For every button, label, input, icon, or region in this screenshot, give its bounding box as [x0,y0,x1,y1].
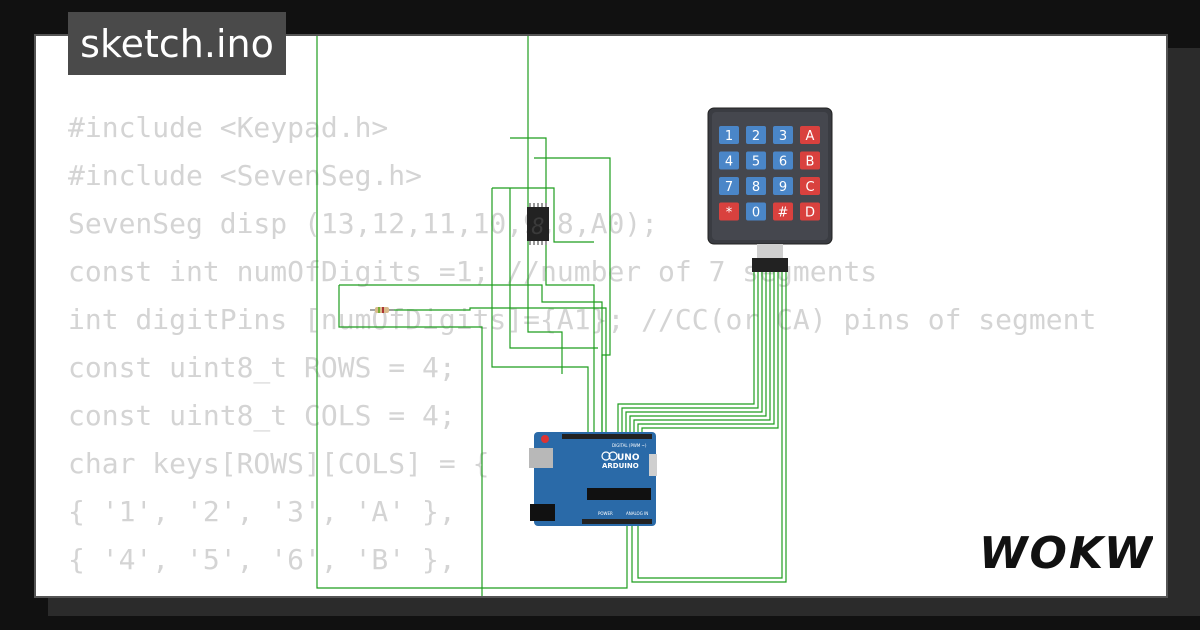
keypad-key[interactable] [773,202,793,221]
keypad-key[interactable] [746,177,766,195]
keypad-key[interactable] [773,177,793,195]
keypad-key-label: D [805,206,815,221]
keypad-key-label: 8 [752,180,760,195]
keypad-keys: 1 2 3 A 4 5 6 B 7 8 9 C * 0 # D [719,126,820,221]
keypad-key-label: 6 [779,155,787,170]
code-background: #include <Keypad.h> #include <SevenSeg.h>… [68,104,1097,596]
reset-button[interactable] [541,435,549,443]
wokwi-logo-text: WOKWi [979,528,1153,579]
keypad-key-label: B [806,155,815,170]
wokwi-logo: WOKWi [979,528,1153,579]
circuit-diagram: 8 1 2 3 A 4 5 6 B 7 8 9 C * 0 # D ARDUINO UNO DIGITAL (… [316,36,833,596]
keypad-key[interactable] [800,151,820,170]
code-line: { '1', '2', '3', 'A' }, [68,495,456,528]
keypad-key-label: C [805,180,814,195]
keypad-key-label: 3 [779,129,787,144]
keypad-key[interactable] [719,126,739,144]
keypad-key-label: 0 [752,206,760,221]
keypad-key[interactable] [746,202,766,221]
power-jack [530,504,555,521]
resistor[interactable] [370,307,394,313]
code-line: char keys[ROWS][COLS] = { [68,447,490,480]
arduino-brand: ARDUINO [602,462,639,470]
code-line: { '4', '5', '6', 'B' }, [68,543,456,576]
code-line: SevenSeg disp (13,12,11,10,9,8,A0); [68,207,659,240]
keypad-key-label: 2 [752,129,760,144]
code-line: const uint8_t ROWS = 4; [68,351,456,384]
digital-header [562,434,652,439]
keypad-key-label: 5 [752,155,760,170]
keypad-key-label: 1 [725,129,733,144]
keypad-key-label: A [806,129,815,144]
keypad-key[interactable] [773,126,793,144]
arduino-uno-board[interactable]: ARDUINO UNO DIGITAL (PWM ~) POWER ANALOG… [529,432,657,526]
keypad-key-label: 9 [779,180,787,195]
keypad-key-label: 7 [725,180,733,195]
power-label: POWER [598,511,613,516]
keypad-key-label: * [726,206,733,221]
code-line: const int numOfDigits =1; //number of 7 … [68,255,878,288]
seven-segment-display[interactable]: 8 [527,203,549,245]
keypad-key[interactable] [719,177,739,195]
code-line: #include <Keypad.h> [68,111,389,144]
arduino-model: UNO [617,453,640,463]
keypad-key[interactable] [773,151,793,170]
analog-label: ANALOG IN [626,511,648,516]
keypad-key[interactable] [719,202,739,221]
keypad-key[interactable] [746,126,766,144]
sketch-title: sketch.ino [68,12,286,75]
membrane-keypad[interactable]: 1 2 3 A 4 5 6 B 7 8 9 C * 0 # D [707,107,833,272]
keypad-key-label: # [778,206,789,221]
keypad-key[interactable] [800,126,820,144]
code-line: #include <SevenSeg.h> [68,159,423,192]
keypad-key[interactable] [746,151,766,170]
code-line: int digitPins [numOfDigits]={A1}; //CC(o… [68,303,1097,336]
wires [316,36,787,596]
code-line: const uint8_t COLS = 4; [68,399,456,432]
usb-port [529,448,553,468]
digital-label: DIGITAL (PWM ~) [612,443,647,448]
arduino-infinity-icon [601,451,611,461]
keypad-key[interactable] [800,177,820,195]
analog-header [582,519,652,524]
segment-digit: 8 [531,215,544,240]
keypad-key-label: 4 [725,155,733,170]
microcontroller-chip [587,488,651,500]
code-line: { '7', '8', '9', 'C' }, [68,584,1096,596]
keypad-key[interactable] [719,151,739,170]
keypad-key[interactable] [800,202,820,221]
preview-card: #include <Keypad.h> #include <SevenSeg.h>… [34,34,1168,598]
